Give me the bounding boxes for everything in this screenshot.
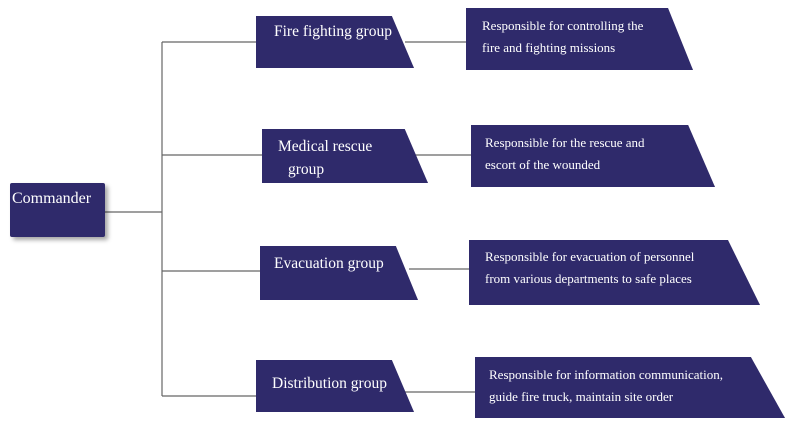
commander-label: Commander bbox=[12, 190, 92, 207]
description-line: Responsible for controlling the bbox=[482, 18, 644, 33]
group-label: Evacuation group bbox=[274, 255, 384, 272]
group-label: Fire fighting group bbox=[274, 23, 392, 40]
group-label-line-1: Medical rescue bbox=[278, 138, 373, 155]
description-line: guide fire truck, maintain site order bbox=[489, 389, 674, 404]
fire-fighting-description-box: Responsible for controlling the fire and… bbox=[466, 8, 693, 70]
description-line: Responsible for the rescue and bbox=[485, 135, 645, 150]
medical-rescue-group-box: Medical rescue group bbox=[262, 129, 428, 183]
evacuation-group-box: Evacuation group bbox=[260, 246, 418, 300]
description-line: fire and fighting missions bbox=[482, 40, 616, 55]
distribution-description-box: Responsible for information communicatio… bbox=[475, 357, 785, 418]
evacuation-description-box: Responsible for evacuation of personnel … bbox=[469, 240, 760, 305]
description-line: Responsible for evacuation of personnel bbox=[485, 249, 695, 264]
description-line: Responsible for information communicatio… bbox=[489, 367, 723, 382]
description-line: from various departments to safe places bbox=[485, 271, 692, 286]
fire-fighting-group-box: Fire fighting group bbox=[256, 16, 414, 68]
group-label: Distribution group bbox=[272, 375, 387, 392]
description-line: escort of the wounded bbox=[485, 157, 601, 172]
commander-box: Commander bbox=[10, 183, 105, 237]
group-label-line-2: group bbox=[288, 161, 325, 178]
medical-rescue-description-box: Responsible for the rescue and escort of… bbox=[471, 125, 715, 187]
distribution-group-box: Distribution group bbox=[256, 360, 414, 412]
